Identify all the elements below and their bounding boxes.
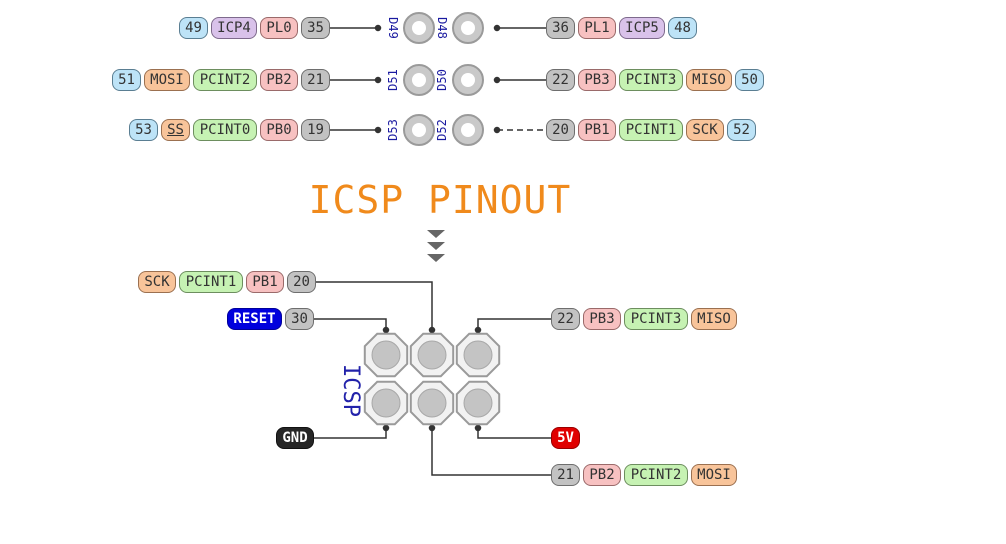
pin-label-reset: RESET [227, 308, 282, 330]
pin-label-arduino: 22 [551, 308, 580, 330]
page-title: ICSP PINOUT [308, 178, 572, 222]
pin-label-d52: D52 [435, 119, 449, 141]
pin-label-pcint: PCINT3 [624, 308, 688, 330]
icsp-pad-icon [363, 332, 501, 426]
pin-label-num: 53 [129, 119, 158, 141]
pin-label-arduino: 20 [546, 119, 575, 141]
pin-label-spi: SCK [686, 119, 724, 141]
pin-label-num: 52 [727, 119, 756, 141]
pin-label-d49: D49 [386, 17, 400, 39]
pin-label-pcint: PCINT2 [193, 69, 257, 91]
pin-label-num: 49 [179, 17, 208, 39]
pin-label-arduino: 19 [301, 119, 330, 141]
pin-label-port: PB2 [260, 69, 298, 91]
pin-label-gnd: GND [276, 427, 314, 449]
pin-label-pcint: PCINT2 [624, 464, 688, 486]
pin-label-pcint: PCINT0 [193, 119, 257, 141]
pin-label-spi: SCK [138, 271, 176, 293]
pin-label-d48: D48 [435, 17, 449, 39]
pin-label-pcint: PCINT1 [179, 271, 243, 293]
pin-label-port: PB1 [246, 271, 284, 293]
pin-label-num: 50 [735, 69, 764, 91]
pin-label-arduino: 30 [285, 308, 314, 330]
pin-label-vcc: 5V [551, 427, 580, 449]
pin-label-pcint: PCINT3 [619, 69, 683, 91]
icsp-pad-hole [463, 388, 493, 418]
pin-label-d51: D51 [386, 69, 400, 91]
pin-label-spi: SS [161, 119, 190, 141]
icsp-pad-hole [463, 340, 493, 370]
pin-label-arduino: 21 [301, 69, 330, 91]
pin-label-num: 51 [112, 69, 141, 91]
pin-label-timer: ICP4 [211, 17, 257, 39]
pin-label-arduino: 21 [551, 464, 580, 486]
icsp-pad-hole [371, 388, 401, 418]
pin-label-port: PL0 [260, 17, 298, 39]
header-pin-icon [403, 12, 484, 146]
arrow-down-icon [427, 230, 445, 262]
icsp-label: ICSP [338, 364, 363, 417]
pin-label-pcint: PCINT1 [619, 119, 683, 141]
pin-label-num: 48 [668, 17, 697, 39]
pin-label-spi: MOSI [691, 464, 737, 486]
pin-label-spi: MOSI [144, 69, 190, 91]
pin-label-port: PB2 [583, 464, 621, 486]
pin-label-arduino: 35 [301, 17, 330, 39]
pin-label-port: PB3 [583, 308, 621, 330]
icsp-wires [314, 281, 551, 476]
pin-label-arduino: 36 [546, 17, 575, 39]
pin-label-port: PB0 [260, 119, 298, 141]
pin-label-port: PL1 [578, 17, 616, 39]
pin-label-port: PB3 [578, 69, 616, 91]
pin-label-timer: ICP5 [619, 17, 665, 39]
pin-label-spi: MISO [686, 69, 732, 91]
pin-label-d50: D50 [435, 69, 449, 91]
icsp-pad-hole [417, 340, 447, 370]
icsp-pad-hole [417, 388, 447, 418]
pin-label-arduino: 22 [546, 69, 575, 91]
pin-label-port: PB1 [578, 119, 616, 141]
pin-label-d53: D53 [386, 119, 400, 141]
pin-label-spi: MISO [691, 308, 737, 330]
icsp-pad-hole [371, 340, 401, 370]
pin-label-arduino: 20 [287, 271, 316, 293]
